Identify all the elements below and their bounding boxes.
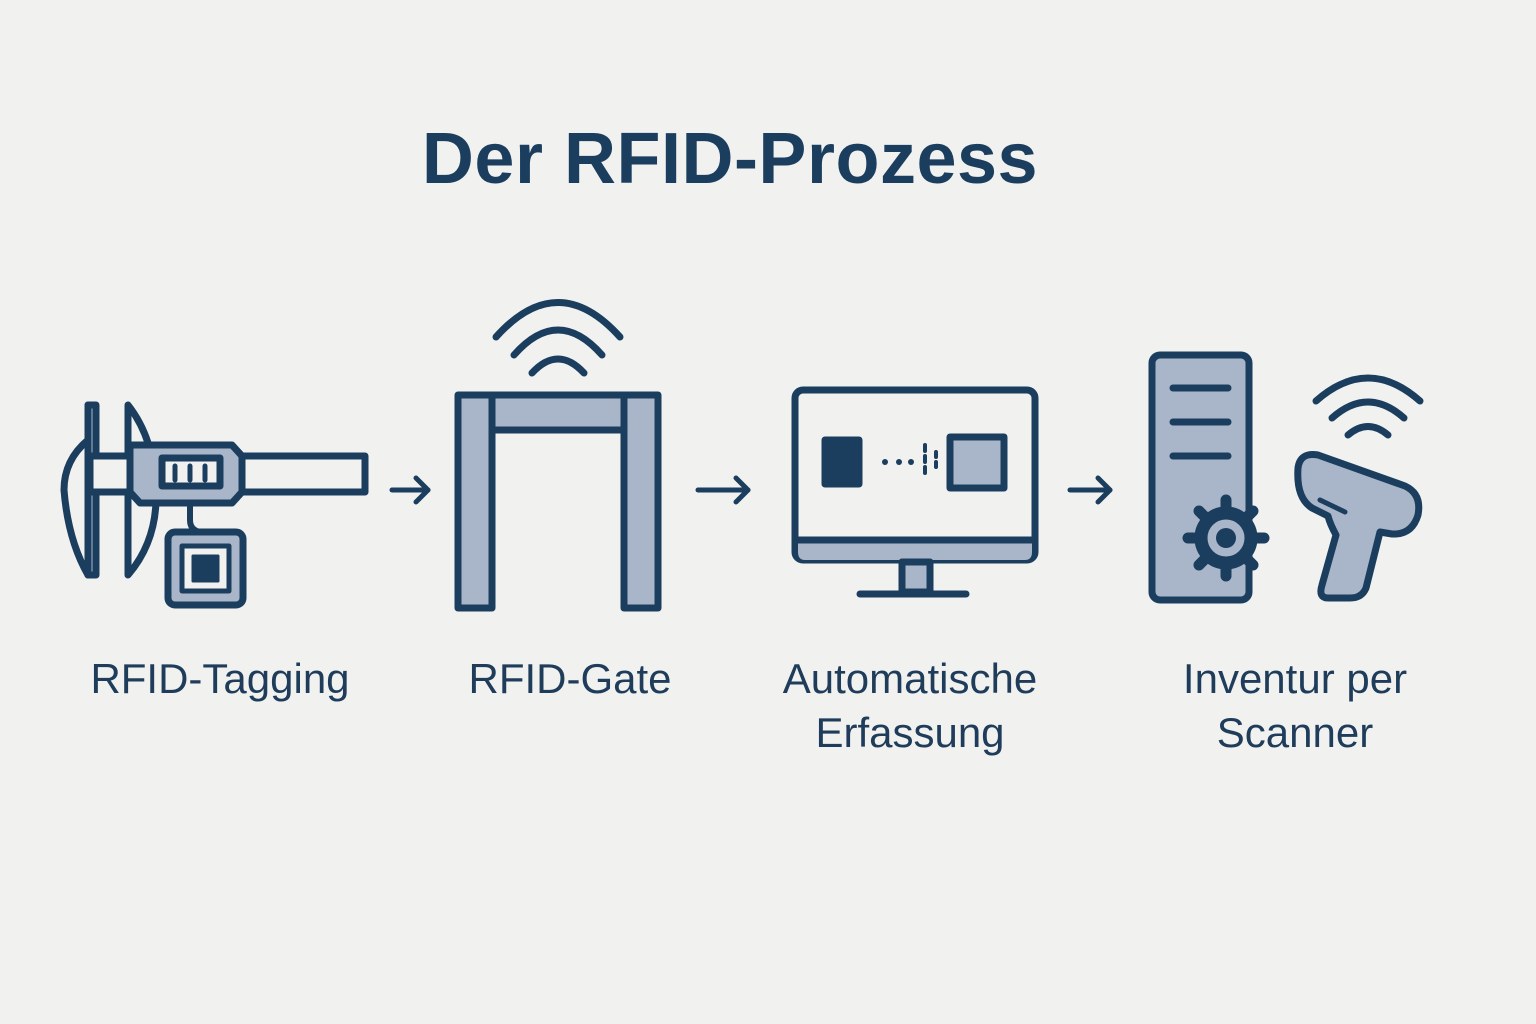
arrow-right-icon <box>1067 475 1113 505</box>
step-label-inventur-per-scanner: Inventur per Scanner <box>1182 655 1408 756</box>
caliper-with-rfid-tag-icon <box>60 401 369 609</box>
arrow-right-icon <box>389 475 431 505</box>
step-label-automatische-erfassung: Automatische Erfassung <box>782 655 1038 756</box>
monitor-data-transfer-icon <box>791 386 1039 598</box>
step-label-rfid-tagging: RFID-Tagging <box>90 655 350 702</box>
page-title: Der RFID-Prozess <box>421 119 1039 199</box>
arrow-right-icon <box>695 475 751 505</box>
step-label-rfid-gate: RFID-Gate <box>468 655 672 702</box>
server-and-handheld-scanner-icon <box>1148 351 1424 604</box>
rfid-gate-icon <box>454 299 662 612</box>
